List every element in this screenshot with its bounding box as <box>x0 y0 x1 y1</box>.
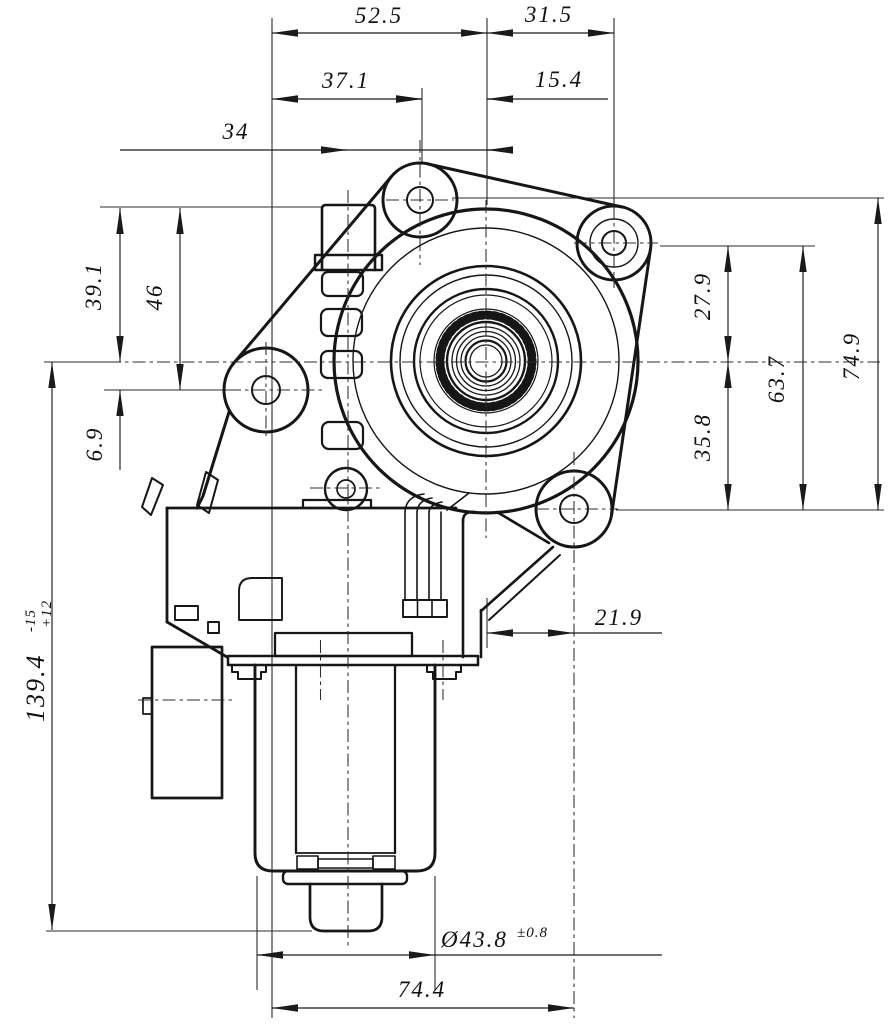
dim-34-label: 34 <box>222 119 250 144</box>
mounting-ear-top <box>381 161 459 239</box>
housing-rib-slots <box>319 270 365 451</box>
dim-43-8-tolerance: ±0.8 <box>517 925 548 941</box>
bracket-edge-bottom-left <box>195 410 231 510</box>
dim-37-1-label: 37.1 <box>321 68 370 93</box>
dim-31-5-label: 31.5 <box>524 2 573 27</box>
dim-27-9-label: 27.9 <box>690 272 715 320</box>
bearing-spigot <box>308 882 384 933</box>
dim-139-4-plus-tolerance: +12 <box>39 600 55 628</box>
dim-63-7-label: 63.7 <box>764 355 789 403</box>
bolt-boss <box>323 466 369 512</box>
bracket-edge-top <box>426 162 624 209</box>
dim-15-4-label: 15.4 <box>535 67 583 92</box>
bracket-edge-right <box>610 247 653 517</box>
dim-43-8-label: Ø43.8 <box>440 927 508 952</box>
brush-plate <box>273 631 414 658</box>
dim-52-5-label: 52.5 <box>355 3 403 28</box>
dim-21-9-label: 21.9 <box>595 605 643 630</box>
motor-can <box>253 663 437 933</box>
dimension-labels: 52.5 31.5 37.1 15.4 34 21.9 Ø43.8 ±0.8 7… <box>21 2 864 1002</box>
motor-flange <box>226 654 480 680</box>
dim-74-4-label: 74.4 <box>398 977 446 1002</box>
terminal-block <box>402 492 470 618</box>
bracket-edge-top-left <box>231 175 393 366</box>
extension-lines <box>44 18 884 1018</box>
center-lines <box>108 140 880 1018</box>
dim-6-9-label: 6.9 <box>82 427 107 462</box>
end-cap <box>281 869 409 886</box>
dim-39-1-label: 39.1 <box>81 262 106 311</box>
dim-139-4-minus-tolerance: -15 <box>23 609 39 632</box>
dim-74-9-label: 74.9 <box>839 332 864 380</box>
electrical-connector <box>142 645 224 800</box>
dimension-lines <box>48 29 882 1012</box>
dim-46-label: 46 <box>142 284 167 311</box>
top-boss <box>313 203 384 272</box>
gearbox-neck <box>461 510 483 659</box>
dim-139-4-label: 139.4 <box>21 654 50 723</box>
dim-35-8-label: 35.8 <box>690 413 715 462</box>
motor-outline <box>141 161 653 933</box>
